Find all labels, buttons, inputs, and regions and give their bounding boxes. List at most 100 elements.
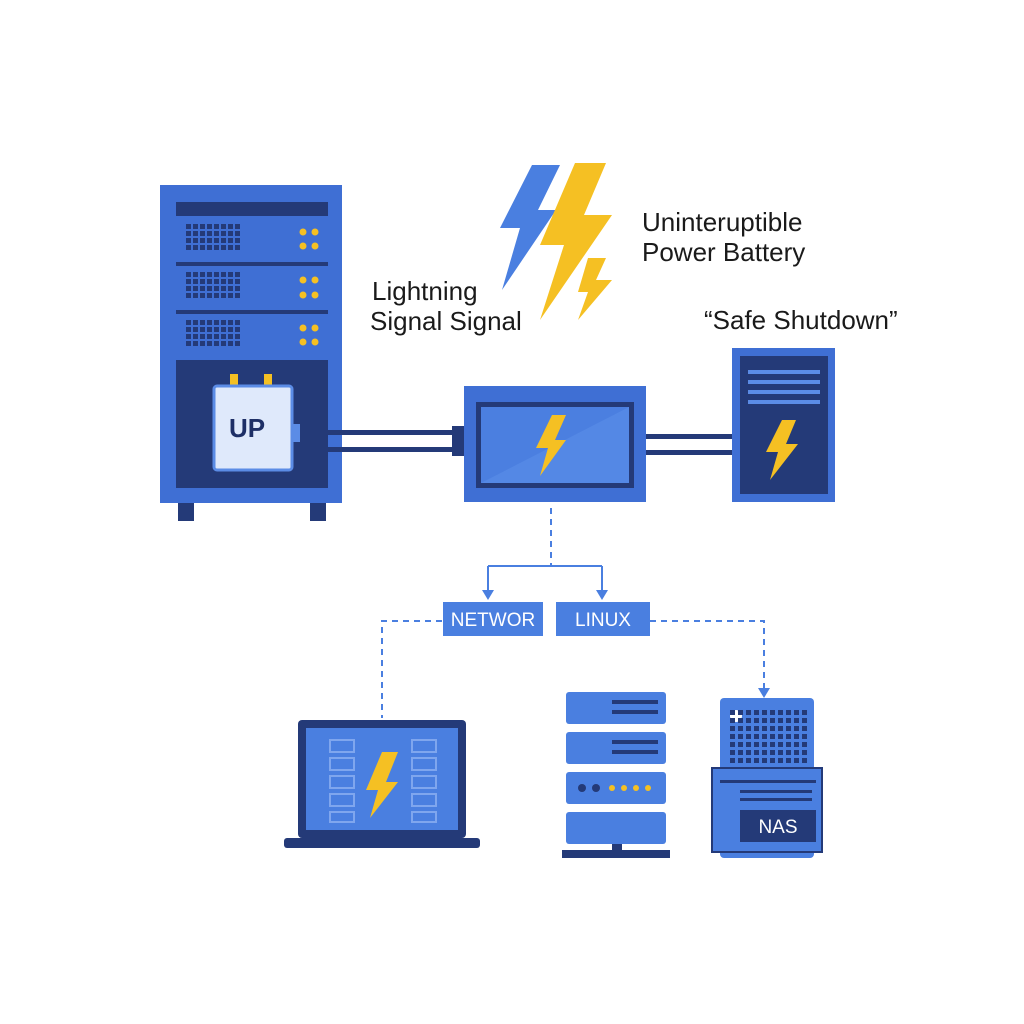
vent-cell [200, 238, 205, 243]
vent-cell [186, 224, 191, 229]
vent-cell [754, 742, 759, 747]
vent-cell [746, 710, 751, 715]
vent-cell [738, 734, 743, 739]
vent-cell [228, 286, 233, 291]
vent-cell [193, 320, 198, 325]
vent-cell [207, 334, 212, 339]
vent-cell [228, 341, 233, 346]
vent-cell [207, 245, 212, 250]
vent-cell [207, 272, 212, 277]
connector-arrowheads [482, 590, 770, 698]
vent-cell [186, 245, 191, 250]
ups-badge: UP [229, 413, 265, 443]
linux-box-label: LINUX [575, 610, 631, 631]
vent-cell [221, 238, 226, 243]
vent-cell [186, 320, 191, 325]
vent-cell [802, 710, 807, 715]
vent-cell [778, 742, 783, 747]
vent-cell [221, 224, 226, 229]
lightning-label-line2: Signal Signal [370, 306, 522, 336]
vent-cell [228, 279, 233, 284]
vent-cell [193, 293, 198, 298]
safe-shutdown-server-icon [732, 348, 835, 502]
vent-cell [214, 320, 219, 325]
vent-cell [778, 718, 783, 723]
vent-cell [754, 750, 759, 755]
battery-icon: UP [212, 374, 300, 472]
vent-cell [200, 224, 205, 229]
vent-cell [228, 238, 233, 243]
vent-cell [786, 710, 791, 715]
vent-cell [214, 231, 219, 236]
vent-cell [221, 327, 226, 332]
vent-cell [200, 245, 205, 250]
vent-cell [235, 279, 240, 284]
lightning-bolt-icon [500, 163, 612, 320]
vent-cell [214, 272, 219, 277]
vent-cell [228, 293, 233, 298]
vent-cell [200, 272, 205, 277]
vent-cell [193, 231, 198, 236]
vent-cell [778, 750, 783, 755]
vent-cell [762, 742, 767, 747]
vent-cell [193, 327, 198, 332]
vent-cell [193, 279, 198, 284]
vent-cell [754, 710, 759, 715]
vent-cell [193, 245, 198, 250]
vent-cell [193, 238, 198, 243]
vent-cell [235, 272, 240, 277]
vent-cell [770, 742, 775, 747]
vent-cell [738, 718, 743, 723]
vent-cell [730, 734, 735, 739]
vent-cell [235, 231, 240, 236]
vent-cell [770, 710, 775, 715]
vent-cell [214, 334, 219, 339]
nas-badge: NAS [758, 817, 797, 838]
vent-cell [746, 718, 751, 723]
vent-cell [802, 734, 807, 739]
vent-cell [730, 726, 735, 731]
vent-cell [794, 742, 799, 747]
vent-cell [786, 742, 791, 747]
vent-cell [754, 718, 759, 723]
dashed-connectors [381, 508, 765, 718]
vent-cell [214, 286, 219, 291]
vent-cell [207, 293, 212, 298]
vent-cell [762, 726, 767, 731]
vent-cell [207, 224, 212, 229]
vent-cell [730, 742, 735, 747]
vent-cell [200, 320, 205, 325]
vent-cell [770, 758, 775, 763]
vent-cell [786, 750, 791, 755]
vent-cell [228, 272, 233, 277]
vent-cell [762, 710, 767, 715]
lightning-label-line1: Lightning [372, 276, 478, 306]
monitor-icon [464, 386, 646, 502]
vent-cell [786, 718, 791, 723]
vent-cell [802, 742, 807, 747]
linux-box: LINUX [556, 602, 650, 636]
ups-title-line1: Uninteruptible [642, 207, 802, 237]
monitor-to-server-cable [646, 434, 732, 455]
vent-cell [221, 293, 226, 298]
vent-cell [193, 334, 198, 339]
vent-cell [738, 710, 743, 715]
vent-cell [235, 238, 240, 243]
vent-cell [221, 286, 226, 291]
vent-cell [770, 718, 775, 723]
vent-cell [235, 286, 240, 291]
vent-cell [730, 750, 735, 755]
vent-cell [730, 718, 735, 723]
vent-cell [214, 327, 219, 332]
vent-cell [802, 718, 807, 723]
vent-cell [228, 320, 233, 325]
stacked-server-icon [562, 692, 670, 858]
vent-cell [778, 734, 783, 739]
vent-cell [754, 758, 759, 763]
vent-cell [778, 758, 783, 763]
vent-cell [235, 320, 240, 325]
vent-cell [235, 293, 240, 298]
rack-to-monitor-cable [300, 426, 464, 456]
vent-cell [221, 320, 226, 325]
